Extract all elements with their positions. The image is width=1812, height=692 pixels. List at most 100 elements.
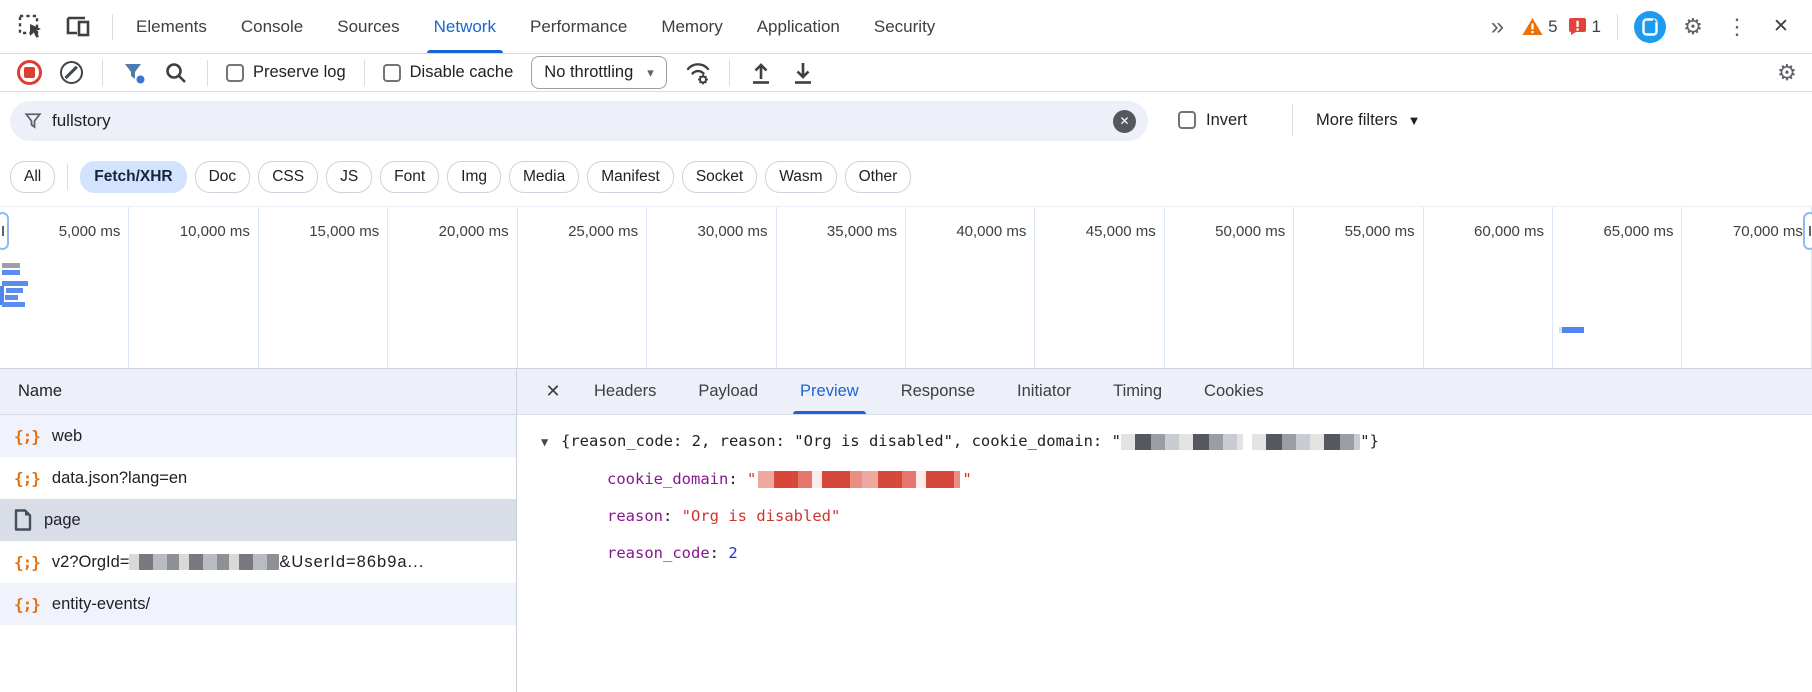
timeline-column-label: 40,000 ms bbox=[906, 207, 1036, 368]
tab-sources[interactable]: Sources bbox=[337, 16, 400, 36]
throttling-value: No throttling bbox=[544, 63, 634, 81]
close-devtools-icon[interactable]: ✕ bbox=[1773, 16, 1789, 37]
json-prop-reason[interactable]: reason: "Org is disabled" bbox=[607, 507, 841, 525]
redacted-cookie-domain bbox=[1252, 433, 1361, 450]
network-settings-gear-icon[interactable]: ⚙ bbox=[1777, 59, 1797, 85]
timeline-column-label: 5,000 ms bbox=[0, 207, 130, 368]
clear-filter-icon[interactable]: ✕ bbox=[1113, 109, 1136, 133]
chip-css[interactable]: CSS bbox=[258, 161, 319, 193]
name-column-header[interactable]: Name bbox=[0, 369, 516, 415]
chip-manifest[interactable]: Manifest bbox=[587, 161, 674, 193]
tab-network[interactable]: Network bbox=[417, 0, 513, 53]
wifi-gear-glyph bbox=[686, 62, 709, 84]
invert-filter-checkbox[interactable]: Invert bbox=[1178, 111, 1247, 130]
filter-text-input[interactable]: fullstory ✕ bbox=[10, 101, 1148, 141]
tab-headers[interactable]: Headers bbox=[594, 382, 657, 400]
chip-font[interactable]: Font bbox=[380, 161, 440, 193]
tab-initiator[interactable]: Initiator bbox=[1017, 382, 1072, 400]
settings-gear-icon[interactable]: ⚙ bbox=[1683, 13, 1703, 39]
request-row-entity-events[interactable]: {;} entity-events/ bbox=[0, 583, 516, 625]
tab-performance[interactable]: Performance bbox=[529, 16, 628, 36]
tab-security[interactable]: Security bbox=[873, 16, 936, 36]
json-prop-cookie-domain[interactable]: cookie_domain: "" bbox=[607, 470, 972, 488]
timeline-column-label: 70,000 ms bbox=[1682, 207, 1812, 368]
tab-preview[interactable]: Preview bbox=[779, 369, 880, 414]
checkbox-box bbox=[1178, 111, 1196, 129]
chip-media[interactable]: Media bbox=[509, 161, 580, 193]
timeline-column-label: 25,000 ms bbox=[518, 207, 648, 368]
devtools-tabbar: Elements Console Sources Network Perform… bbox=[0, 0, 1812, 54]
tab-memory[interactable]: Memory bbox=[661, 16, 723, 36]
network-conditions-icon[interactable] bbox=[681, 56, 715, 90]
chip-socket[interactable]: Socket bbox=[681, 161, 758, 193]
chip-wasm[interactable]: Wasm bbox=[765, 161, 837, 193]
tab-payload[interactable]: Payload bbox=[698, 382, 759, 400]
overflow-menu-icon[interactable]: ⋮ bbox=[1726, 13, 1748, 39]
xhr-braces-icon: {;} bbox=[14, 552, 41, 572]
preserve-log-checkbox[interactable]: Preserve log bbox=[222, 63, 350, 82]
export-har-icon[interactable] bbox=[786, 56, 820, 90]
warning-triangle-icon bbox=[1522, 18, 1543, 35]
xhr-braces-icon: {;} bbox=[14, 594, 41, 614]
magnifier-glyph bbox=[166, 62, 186, 83]
download-arrow-glyph bbox=[794, 62, 811, 84]
collapse-arrow-icon[interactable]: ▼ bbox=[541, 435, 549, 449]
waterfall-bar bbox=[5, 295, 18, 300]
warnings-badge[interactable]: 5 bbox=[1522, 16, 1558, 37]
inspect-element-icon[interactable] bbox=[14, 10, 48, 44]
waterfall-bar bbox=[2, 263, 20, 268]
more-filters-button[interactable]: More filters ▼ bbox=[1316, 111, 1420, 130]
import-har-icon[interactable] bbox=[744, 56, 778, 90]
chip-img[interactable]: Img bbox=[447, 161, 502, 193]
divider bbox=[112, 13, 113, 40]
timeline-column-label: 30,000 ms bbox=[647, 207, 777, 368]
record-network-log-button[interactable] bbox=[12, 56, 46, 90]
request-row-datajson[interactable]: {;} data.json?lang=en bbox=[0, 457, 516, 499]
device-badge-icon[interactable] bbox=[1634, 10, 1666, 43]
more-tabs-icon[interactable]: » bbox=[1490, 12, 1504, 40]
overview-right-handle[interactable] bbox=[1803, 212, 1812, 250]
timeline-column-label: 35,000 ms bbox=[777, 207, 906, 368]
tab-elements[interactable]: Elements bbox=[136, 16, 207, 36]
caret-down-icon: ▼ bbox=[1407, 112, 1421, 128]
json-prop-reason-code[interactable]: reason_code: 2 bbox=[607, 544, 738, 562]
clear-network-log-button[interactable] bbox=[54, 56, 88, 90]
network-bottom-split: Name {;} web {;} data.json?lang=en page … bbox=[0, 368, 1812, 692]
waterfall-bar bbox=[1562, 327, 1584, 333]
chip-fetch-xhr[interactable]: Fetch/XHR bbox=[80, 161, 187, 193]
redacted-cookie-domain bbox=[1120, 433, 1243, 450]
tab-response[interactable]: Response bbox=[900, 382, 976, 400]
disable-cache-checkbox[interactable]: Disable cache bbox=[379, 63, 518, 82]
search-icon[interactable] bbox=[159, 56, 193, 90]
xhr-braces-icon: {;} bbox=[14, 426, 41, 446]
inspect-element-icon bbox=[18, 14, 41, 38]
chip-doc[interactable]: Doc bbox=[194, 161, 251, 193]
overview-left-handle[interactable] bbox=[0, 212, 9, 250]
tab-timing[interactable]: Timing bbox=[1113, 382, 1163, 400]
json-root-line[interactable]: ▼{reason_code: 2, reason: "Org is disabl… bbox=[541, 423, 1812, 461]
upload-arrow-glyph bbox=[752, 62, 769, 84]
throttling-select[interactable]: No throttling ▾ bbox=[531, 56, 667, 89]
waterfall-bar bbox=[2, 281, 28, 286]
device-toolbar-icon[interactable] bbox=[62, 10, 96, 44]
filter-toggle-button[interactable] bbox=[117, 56, 151, 90]
network-filter-row: fullstory ✕ Invert More filters ▼ bbox=[0, 92, 1812, 148]
warning-count: 5 bbox=[1548, 16, 1558, 36]
chip-all[interactable]: All bbox=[10, 161, 56, 193]
errors-badge[interactable]: 1 bbox=[1568, 17, 1601, 37]
chip-other[interactable]: Other bbox=[844, 161, 912, 193]
preview-json-tree: ▼{reason_code: 2, reason: "Org is disabl… bbox=[517, 415, 1812, 692]
request-name: web bbox=[51, 426, 83, 445]
request-row-web[interactable]: {;} web bbox=[0, 415, 516, 457]
tab-application[interactable]: Application bbox=[756, 16, 840, 36]
request-row-v2-orgid[interactable]: {;} v2?OrgId=&UserId=86b9a... bbox=[0, 541, 516, 583]
request-row-page[interactable]: page bbox=[0, 499, 516, 541]
request-name: data.json?lang=en bbox=[51, 468, 188, 487]
tab-cookies[interactable]: Cookies bbox=[1204, 382, 1264, 400]
timeline-column-label: 65,000 ms bbox=[1553, 207, 1683, 368]
chip-js[interactable]: JS bbox=[326, 161, 373, 193]
divider bbox=[1292, 104, 1293, 136]
close-details-icon[interactable]: ✕ bbox=[545, 381, 561, 401]
tab-console[interactable]: Console bbox=[240, 16, 304, 36]
